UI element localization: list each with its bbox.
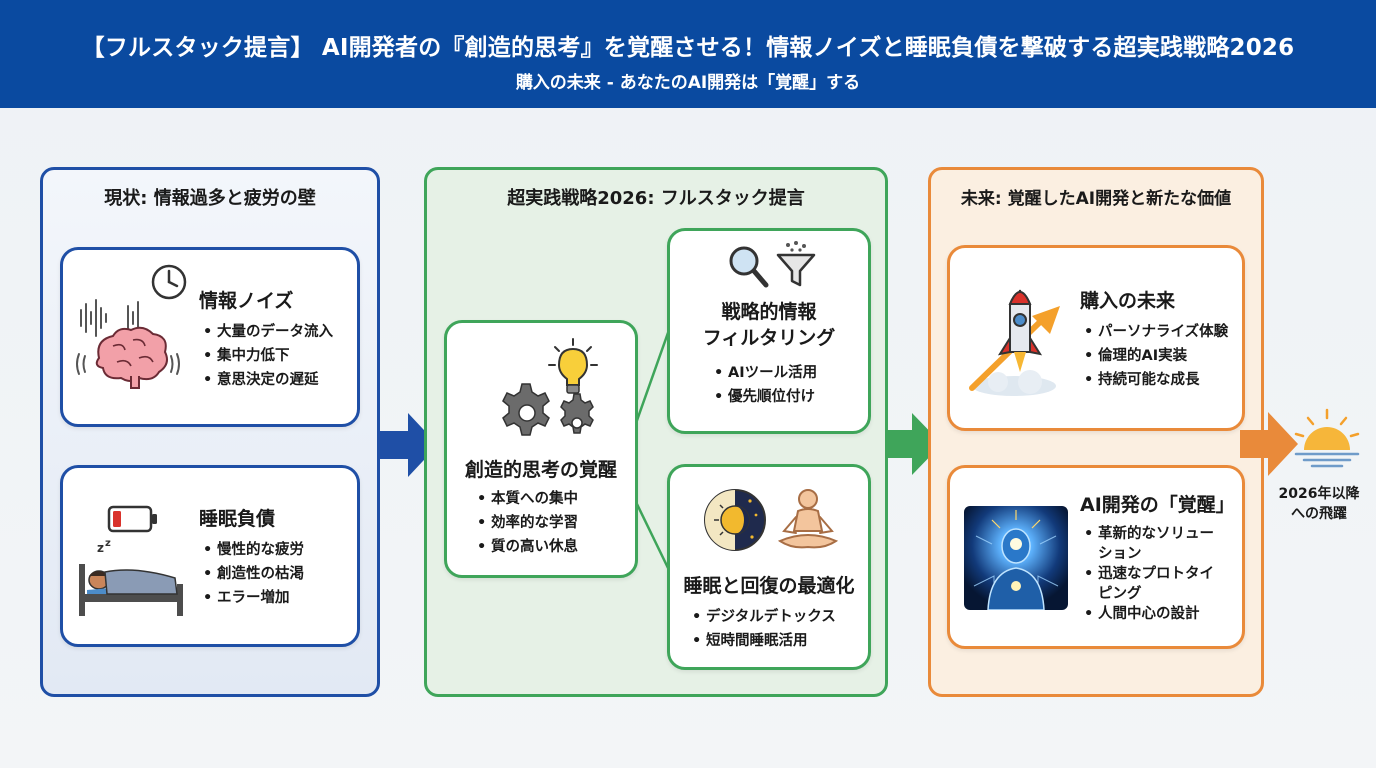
list-item-continued: ション bbox=[1098, 546, 1142, 562]
card-purchase-future-list: パーソナライズ体験 倫理的AI実装 持続可能な成長 bbox=[1082, 320, 1228, 392]
card-information-noise: 情報ノイズ 大量のデータ流入 集中力低下 意思決定の遅延 bbox=[60, 247, 360, 427]
list-item: 短時間睡眠活用 bbox=[690, 629, 836, 653]
svg-text:z: z bbox=[105, 538, 111, 549]
card-ai-awakening-title: AI開発の「覚醒」 bbox=[1080, 494, 1235, 516]
list-item: パーソナライズ体験 bbox=[1082, 320, 1228, 344]
card-ai-awakening-list: 革新的なソリュー ション 迅速なプロトタイ ピング 人間中心の設計 bbox=[1082, 524, 1214, 624]
list-item: 創造性の枯渇 bbox=[201, 562, 304, 586]
funnel-icon bbox=[776, 241, 816, 287]
card-ai-awakening: AI開発の「覚醒」 革新的なソリュー ション 迅速なプロトタイ ピング 人間中心… bbox=[947, 465, 1245, 649]
list-item: AIツール活用 bbox=[712, 361, 817, 385]
list-item: 意思決定の遅延 bbox=[201, 368, 333, 392]
meditation-icon bbox=[777, 489, 839, 549]
card-creative-awakening: 創造的思考の覚醒 本質への集中 効率的な学習 質の高い休息 bbox=[444, 320, 638, 578]
connector-lines bbox=[633, 329, 671, 571]
card-purchase-future: 購入の未来 パーソナライズ体験 倫理的AI実装 持続可能な成長 bbox=[947, 245, 1245, 431]
rocket-icon bbox=[969, 289, 1060, 396]
list-item-continued: ピング bbox=[1098, 586, 1142, 602]
list-item: 質の高い休息 bbox=[475, 535, 578, 559]
low-battery-icon bbox=[107, 505, 157, 533]
list-item: 優先順位付け bbox=[712, 385, 817, 409]
list-item: 持続可能な成長 bbox=[1082, 368, 1228, 392]
list-item: エラー増加 bbox=[201, 586, 304, 610]
card-sleep-recovery: 睡眠と回復の最適化 デジタルデトックス 短時間睡眠活用 bbox=[667, 464, 871, 670]
panel-current-title: 現状: 情報過多と疲労の壁 bbox=[104, 188, 316, 209]
card-information-filtering-title-line2: フィルタリング bbox=[702, 327, 836, 349]
list-item: デジタルデトックス bbox=[690, 605, 836, 629]
card-information-filtering-title-line1: 戦略的情報 bbox=[721, 301, 817, 323]
arrow-current-to-strategy bbox=[380, 413, 438, 477]
list-item: 倫理的AI実装 bbox=[1082, 344, 1228, 368]
magnifier-icon bbox=[729, 246, 769, 288]
panel-strategy-title: 超実践戦略2026: フルスタック提言 bbox=[507, 188, 805, 209]
panel-current-state: 現状: 情報過多と疲労の壁 情報ノイズ 大量のデータ流入 集中力低下 bbox=[40, 167, 380, 697]
lightbulb-icon bbox=[548, 338, 598, 394]
page-title: 【フルスタック提言】 AI開発者の『創造的思考』を覚醒させる！情報ノイズと睡眠負… bbox=[81, 35, 1295, 61]
card-information-noise-list: 大量のデータ流入 集中力低下 意思決定の遅延 bbox=[201, 320, 333, 392]
card-purchase-future-title: 購入の未来 bbox=[1080, 290, 1176, 312]
ai-human-icon bbox=[964, 506, 1068, 610]
card-sleep-recovery-list: デジタルデトックス 短時間睡眠活用 bbox=[690, 605, 836, 653]
sunrise-icon bbox=[1294, 408, 1360, 468]
panel-strategy: 超実践戦略2026: フルスタック提言 創造的思考の覚醒 本質への集中 効率的な… bbox=[424, 167, 888, 697]
card-information-filtering-list: AIツール活用 優先順位付け bbox=[712, 361, 817, 409]
page-subtitle: 購入の未来 - あなたのAI開発は「覚醒」する bbox=[515, 73, 861, 93]
list-item: 迅速なプロトタイ bbox=[1082, 564, 1214, 584]
card-information-noise-title: 情報ノイズ bbox=[199, 290, 294, 312]
panel-future: 未来: 覚醒したAI開発と新たな価値 購入の未来 パーソナライズ体験 倫理的AI… bbox=[928, 167, 1264, 697]
day-night-icon bbox=[704, 489, 766, 551]
panel-future-title: 未来: 覚醒したAI開発と新たな価値 bbox=[960, 189, 1232, 209]
list-item: 人間中心の設計 bbox=[1082, 604, 1214, 624]
card-sleep-debt: z z 睡眠負債 慢性的な疲労 創造性の枯渇 エラー増加 bbox=[60, 465, 360, 647]
card-sleep-recovery-title: 睡眠と回復の最適化 bbox=[683, 575, 855, 597]
sleeping-bed-icon: z z bbox=[79, 538, 183, 616]
header-banner: 【フルスタック提言】 AI開発者の『創造的思考』を覚醒させる！情報ノイズと睡眠負… bbox=[0, 0, 1376, 108]
list-item: 効率的な学習 bbox=[475, 511, 578, 535]
brain-sound-icon bbox=[76, 299, 180, 389]
list-item: 大量のデータ流入 bbox=[201, 320, 333, 344]
arrow-strategy-to-future bbox=[886, 413, 942, 475]
list-item: 慢性的な疲労 bbox=[201, 538, 304, 562]
card-sleep-debt-title: 睡眠負債 bbox=[199, 508, 276, 530]
card-creative-awakening-list: 本質への集中 効率的な学習 質の高い休息 bbox=[475, 487, 578, 559]
outcome-label-line1: 2026年以降 bbox=[1278, 486, 1360, 502]
arrow-future-to-outcome bbox=[1240, 412, 1298, 476]
list-item: 集中力低下 bbox=[201, 344, 333, 368]
list-item: 革新的なソリュー bbox=[1082, 524, 1214, 544]
list-item: 本質への集中 bbox=[475, 487, 578, 511]
outcome-label: 2026年以降 への飛躍 bbox=[1268, 484, 1370, 524]
outcome-label-line2: への飛躍 bbox=[1291, 506, 1347, 522]
clock-icon bbox=[151, 264, 187, 300]
card-information-filtering: 戦略的情報 フィルタリング AIツール活用 優先順位付け bbox=[667, 228, 871, 434]
svg-text:z: z bbox=[97, 541, 104, 555]
card-sleep-debt-list: 慢性的な疲労 創造性の枯渇 エラー増加 bbox=[201, 538, 304, 610]
card-information-filtering-title: 戦略的情報 フィルタリング bbox=[670, 299, 868, 351]
gears-icon bbox=[502, 383, 594, 436]
card-creative-awakening-title: 創造的思考の覚醒 bbox=[464, 459, 617, 481]
